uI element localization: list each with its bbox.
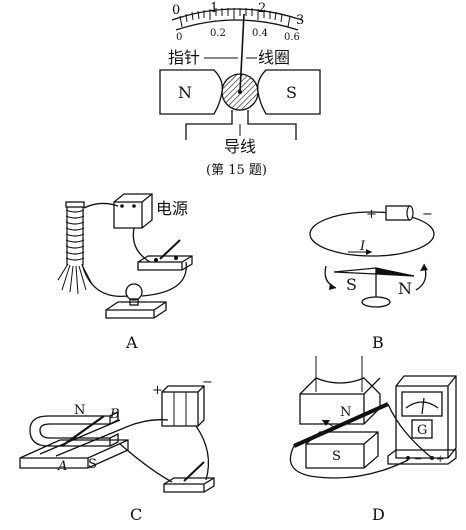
meter-ticks [179,8,291,28]
battery-pack [161,391,199,427]
rail-2 [55,427,125,457]
wire-a2 [132,227,151,263]
panel-a: 电源 A [57,193,193,352]
metal-rod [61,415,105,447]
conductor-rod [293,402,389,448]
battery-minus: − [422,207,433,222]
scale-label-0: 0 [172,3,180,18]
switch-lever [159,239,181,260]
wire-c2 [195,425,210,481]
wire-right [247,110,297,140]
iron-filings [57,263,93,295]
solenoid-coil [65,207,85,265]
meter-diagram: 0 1 2 3 0 0.2 0.4 0.6 指针 线圈 N S 导线 [159,1,321,178]
current-label: I [359,239,366,254]
scale-label-0b: 0 [176,32,182,43]
galvanometer-g-label: G [417,423,427,438]
switch-base [137,255,193,271]
power-supply-label: 电源 [156,199,188,218]
pole-s-label: S [286,83,297,102]
panel-d: N S G − + D [289,356,457,524]
galvanometer-scale [405,401,439,409]
pole-n-label-d: N [340,405,351,420]
light-bulb [125,283,143,301]
panel-b-letter: B [372,333,384,352]
needle-s-label: S [346,275,357,294]
pole-n-label: N [178,83,192,102]
pointer-label: 指针 [168,48,200,67]
bulb-base [105,301,167,319]
galvanometer-plus: + [436,454,444,465]
needle-south-half [333,267,377,275]
switch-lever-c [183,461,205,482]
scale-label-06: 0.6 [284,32,300,43]
pole-n-label-c: N [74,403,85,418]
board-base [19,439,129,469]
galvanometer-minus: − [414,454,422,465]
galvanometer-pointer [421,397,425,415]
panel-c: N S B A + − C [19,375,215,524]
wire-d2 [387,403,433,459]
wire-c3 [119,443,173,483]
meter-scale-inner-arc [175,19,299,31]
wire-c1 [123,419,169,429]
switch-base-c [163,477,215,493]
panel-d-letter: D [372,505,385,524]
pole-s-label-c: S [88,457,97,472]
panel-a-letter: A [125,333,138,352]
battery-plus-c: + [152,383,163,398]
power-supply-box [113,193,153,229]
wire-a4 [141,261,187,297]
scale-label-2: 2 [258,1,266,16]
scale-label-04: 0.4 [252,28,268,39]
coil-pivot [238,90,242,94]
scale-label-02: 0.2 [210,28,226,39]
wire-left [185,110,233,140]
wire-label: 导线 [224,137,256,156]
wire-d1 [289,445,409,479]
needle-n-label: N [398,279,412,298]
battery-minus-c: − [202,375,213,390]
galvanometer-base [387,449,457,465]
scale-label-1: 1 [210,1,218,16]
panel-c-letter: C [130,505,142,524]
wire-a3 [81,263,129,298]
magnet-north-block [299,377,381,425]
needle-north-half [375,267,415,277]
pole-s-label-d: S [332,449,341,464]
compass-base [361,296,391,308]
coil-label: 线圈 [258,48,290,67]
solenoid-cap [65,201,85,208]
galvanometer-case [395,375,457,459]
scale-label-3: 3 [296,13,304,28]
battery-plus: + [366,207,377,222]
point-a-label: A [57,459,67,474]
panel-b: + − I S N B [309,205,435,352]
wire-loop [309,211,435,257]
rail-1 [39,419,121,455]
point-b-label: B [109,407,120,422]
wire-a1 [83,202,119,209]
figure-caption: (第 15 题) [206,163,267,178]
magnet-south-block [305,431,379,469]
galvanometer-window [401,391,443,417]
meter-scale-outer-arc [171,8,303,21]
